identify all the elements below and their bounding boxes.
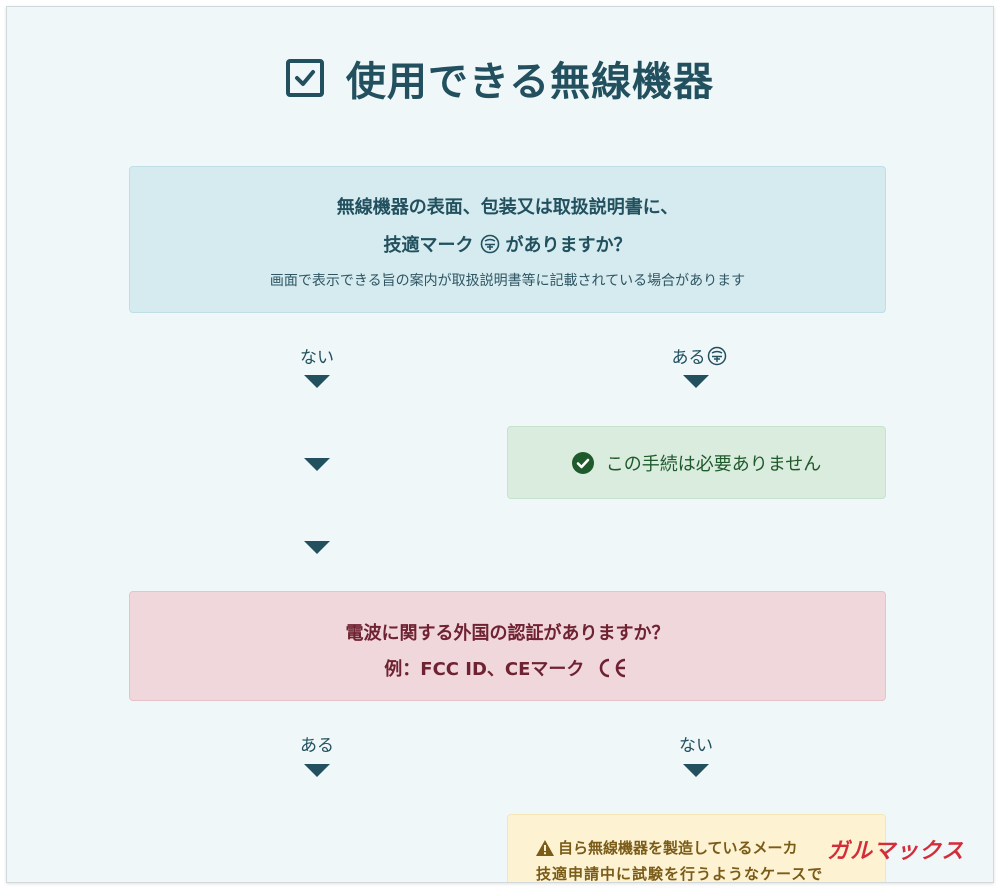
question-giteki-mark: 無線機器の表面、包装又は取扱説明書に、 技適マーク がありますか？ 画面で表示で… <box>129 166 886 313</box>
arrow-down-icon <box>683 375 709 388</box>
warning-line2: 技適申請中に試験を行うようなケースで <box>536 865 824 883</box>
arrow-down-icon <box>683 764 709 777</box>
page-frame: 使用できる無線機器 無線機器の表面、包装又は取扱説明書に、 技適マーク がありま… <box>6 6 994 883</box>
watermark-logo: ガルマックス <box>827 839 965 864</box>
question1-line2-suffix: がありますか？ <box>505 235 632 256</box>
giteki-mark-icon <box>480 234 499 254</box>
arrow-down-icon <box>304 541 330 554</box>
page-title-text: 使用できる無線機器 <box>345 59 715 105</box>
answer-yes-label[interactable]: ある <box>659 343 739 368</box>
question1-line2: 技適マーク がありますか？ <box>130 231 885 257</box>
question2-line2: 例：FCC ID、CEマーク <box>130 655 885 681</box>
answer-yes-label[interactable]: ある <box>300 736 334 756</box>
page-title: 使用できる無線機器 <box>7 49 993 107</box>
ce-mark-icon <box>599 658 625 678</box>
arrow-down-icon <box>304 375 330 388</box>
question1-note: 画面で表示できる旨の案内が取扱説明書等に記載されている場合があります <box>269 273 746 289</box>
arrow-down-icon <box>304 458 330 471</box>
answer-yes-text: ある <box>671 348 706 368</box>
check-circle-icon <box>571 451 594 474</box>
giteki-mark-icon <box>707 346 726 365</box>
arrow-down-icon <box>304 764 330 777</box>
warning-line1-text: 自ら無線機器を製造しているメーカ <box>558 839 798 857</box>
result-text: この手続は必要ありません <box>605 453 822 475</box>
answer-no-label[interactable]: ない <box>300 348 334 368</box>
question2-line2-text: 例：FCC ID、CEマーク <box>384 659 585 680</box>
question2-line1: 電波に関する外国の認証がありますか？ <box>345 623 670 644</box>
question-foreign-certification: 電波に関する外国の認証がありますか？ 例：FCC ID、CEマーク <box>129 591 886 701</box>
warning-manufacturer-case: 自ら無線機器を製造しているメーカ 技適申請中に試験を行うようなケースで <box>507 814 886 883</box>
checkbox-checked-icon <box>285 59 324 97</box>
answer-no-label[interactable]: ない <box>679 736 713 756</box>
warning-triangle-icon <box>536 839 554 856</box>
question1-line2-prefix: 技適マーク <box>383 235 474 256</box>
warning-line1: 自ら無線機器を製造しているメーカ <box>536 837 798 858</box>
question1-line1: 無線機器の表面、包装又は取扱説明書に、 <box>336 197 679 218</box>
result-not-required: この手続は必要ありません <box>507 426 886 499</box>
